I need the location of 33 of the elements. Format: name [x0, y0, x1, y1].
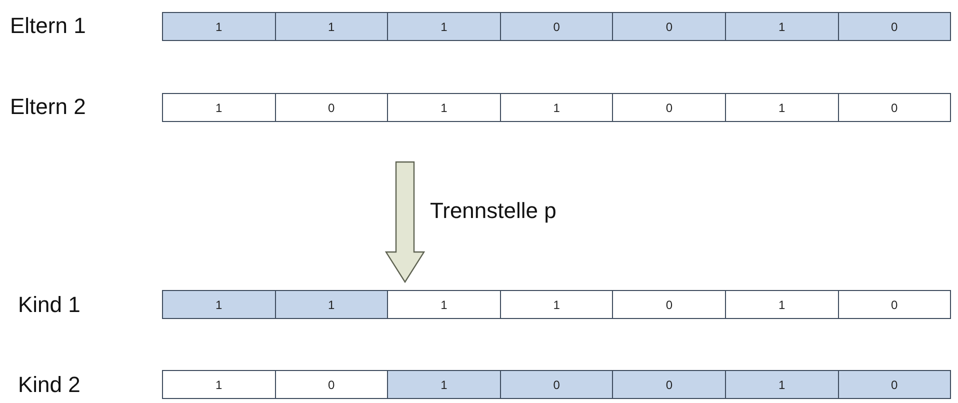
gene-cell: 1 — [500, 290, 614, 319]
gene-cell: 0 — [612, 370, 726, 399]
gene-cell: 1 — [274, 290, 388, 319]
gene-cell: 1 — [162, 12, 276, 41]
gene-cell: 0 — [838, 12, 952, 41]
gene-cell: 1 — [387, 12, 501, 41]
gene-cell: 1 — [725, 370, 839, 399]
gene-cell: 0 — [838, 290, 952, 319]
gene-cell: 0 — [612, 93, 726, 122]
gene-cell: 1 — [725, 290, 839, 319]
gene-cell: 0 — [274, 370, 388, 399]
gene-cell: 0 — [274, 93, 388, 122]
gene-cell: 1 — [387, 370, 501, 399]
row-label: Eltern 2 — [10, 94, 86, 120]
gene-cell: 0 — [500, 370, 614, 399]
gene-cell: 0 — [838, 370, 952, 399]
gene-cell: 1 — [500, 93, 614, 122]
gene-cell: 1 — [162, 370, 276, 399]
row-label: Kind 2 — [18, 372, 80, 398]
gene-cell: 1 — [162, 93, 276, 122]
gene-cell: 1 — [725, 93, 839, 122]
gene-cell: 0 — [500, 12, 614, 41]
gene-cell: 1 — [387, 93, 501, 122]
gene-cell: 1 — [162, 290, 276, 319]
row-label: Kind 1 — [18, 292, 80, 318]
gene-cell: 1 — [387, 290, 501, 319]
gene-cell: 0 — [838, 93, 952, 122]
gene-cell: 0 — [612, 290, 726, 319]
row-label: Eltern 1 — [10, 13, 86, 39]
gene-cell: 1 — [274, 12, 388, 41]
row-label: Trennstelle p — [430, 198, 556, 224]
gene-cell: 1 — [725, 12, 839, 41]
gene-cell: 0 — [612, 12, 726, 41]
